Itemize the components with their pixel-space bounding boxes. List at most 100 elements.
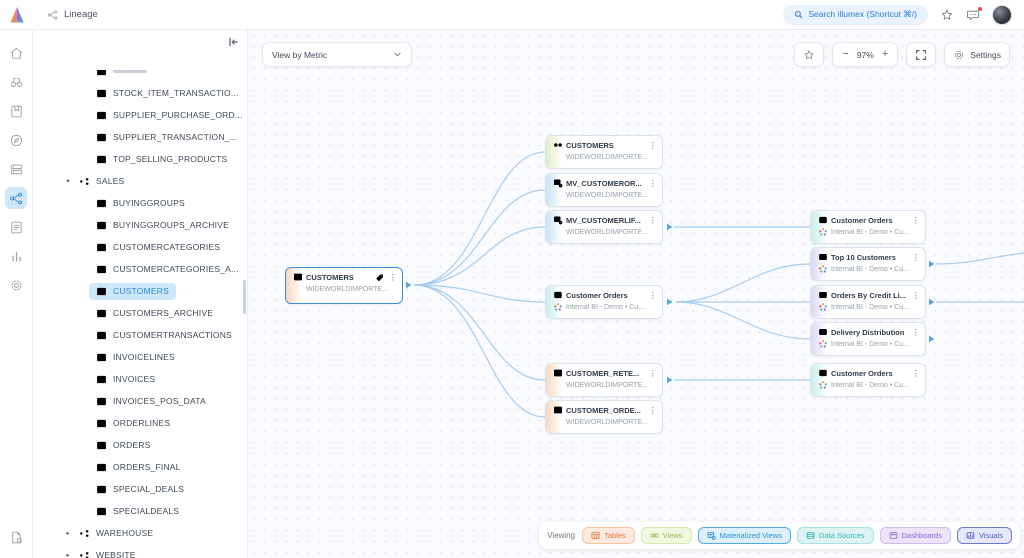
global-search-button[interactable]: Search illumex (Shortcut ⌘/) [783, 4, 928, 25]
materialized-view-icon [553, 178, 563, 188]
legend-pill-visuals[interactable]: Visuals [956, 527, 1012, 544]
tree-item-table[interactable]: SPECIAL_DEALS [33, 478, 247, 500]
kebab-icon[interactable]: ⋮ [911, 326, 921, 337]
tree-item-schema-website[interactable]: ▸WEBSITE [33, 544, 247, 558]
node-mv-customerlif[interactable]: MV_CUSTOMERLIF...⋮ WIDEWORLDIMPORTE... [545, 210, 663, 244]
fit-view-button[interactable] [906, 42, 937, 67]
nav-home[interactable] [5, 42, 27, 64]
tree-item-table[interactable]: CUSTOMERS_ARCHIVE [33, 302, 247, 324]
legend-pill-dashboards[interactable]: Dashboards [879, 527, 951, 544]
illumex-logo[interactable] [0, 6, 33, 24]
tree-item-table[interactable]: INVOICELINES [33, 346, 247, 368]
node-visual-orders-by-credit[interactable]: Orders By Credit Li...⋮ Internal BI - De… [810, 285, 926, 319]
kebab-icon[interactable]: ⋮ [388, 271, 398, 282]
nav-explore[interactable] [5, 129, 27, 151]
kebab-icon[interactable]: ⋮ [648, 289, 658, 300]
table-icon [553, 368, 563, 378]
node-ds-customer-orders-3[interactable]: Customer Orders⋮ Internal BI - Demo • Cu… [810, 363, 926, 397]
kebab-icon[interactable]: ⋮ [911, 251, 921, 262]
zoom-in-button[interactable]: + [881, 48, 889, 60]
nav-analytics[interactable] [5, 245, 27, 267]
node-ds-customer-orders-2[interactable]: Customer Orders⋮ Internal BI - Demo • Cu… [810, 210, 926, 244]
caret-down-icon[interactable]: ▾ [66, 178, 70, 185]
tree-item-table[interactable]: INVOICES_POS_DATA [33, 390, 247, 412]
node-view-customers[interactable]: CUSTOMERS⋮ WIDEWORLDIMPORTE... [545, 135, 663, 169]
node-ds-customer-orders[interactable]: Customer Orders⋮ Internal BI - Demo • Cu… [545, 285, 663, 319]
node-table-customer-rete[interactable]: CUSTOMER_RETE...⋮ WIDEWORLDIMPORTE... [545, 363, 663, 397]
kebab-icon[interactable]: ⋮ [911, 367, 921, 378]
nav-release-notes[interactable] [5, 526, 27, 548]
tree-item-table[interactable]: CUSTOMERTRANSACTIONS [33, 324, 247, 346]
view-by-dropdown[interactable]: View by Metric [262, 42, 412, 67]
legend-pill-tables[interactable]: Tables [582, 527, 635, 544]
table-icon [96, 286, 107, 297]
sidebar-scrollbar[interactable] [243, 280, 246, 314]
node-customers-root[interactable]: CUSTOMERS ⋮ WIDEWORLDIMPORTE... [285, 267, 403, 304]
asset-tree[interactable]: STOCK_ITEM_TRANSACTIO... SUPPLIER_PURCHA… [33, 70, 247, 558]
tree-item-table[interactable]: BUYINGGROUPS [33, 192, 247, 214]
tree-item-table[interactable]: STOCK_ITEM_TRANSACTIO... [33, 82, 247, 104]
nav-reports[interactable] [5, 216, 27, 238]
kebab-icon[interactable]: ⋮ [648, 139, 658, 150]
table-icon [96, 506, 107, 517]
notifications-button[interactable] [966, 6, 982, 22]
tree-item-customers-selected[interactable]: CUSTOMERS [33, 280, 247, 302]
node-mv-customeror[interactable]: MV_CUSTOMEROR...⋮ WIDEWORLDIMPORTE... [545, 173, 663, 207]
legend-pill-views[interactable]: Views [640, 527, 692, 544]
snowflake-icon [293, 284, 303, 294]
table-icon [96, 88, 107, 99]
materialized-view-icon [707, 531, 716, 540]
nav-catalog[interactable] [5, 100, 27, 122]
tree-item-table[interactable]: ORDERS [33, 434, 247, 456]
tree-item-table[interactable]: SUPPLIER_PURCHASE_ORD... [33, 104, 247, 126]
powerbi-icon [553, 302, 563, 312]
dashboard-icon [889, 531, 898, 540]
nav-settings[interactable] [5, 274, 27, 296]
table-icon [96, 484, 107, 495]
tree-item-table[interactable]: INVOICES [33, 368, 247, 390]
node-table-customer-orde[interactable]: CUSTOMER_ORDE...⋮ WIDEWORLDIMPORTE... [545, 400, 663, 434]
legend-pill-data-sources[interactable]: Data Sources [797, 527, 874, 544]
tree-item-table[interactable]: ORDERLINES [33, 412, 247, 434]
favorites-button[interactable] [940, 8, 954, 22]
settings-button[interactable]: Settings [944, 42, 1010, 67]
tree-item-table[interactable]: SUPPLIER_TRANSACTION_... [33, 126, 247, 148]
tree-item-table[interactable]: CUSTOMERCATEGORIES [33, 236, 247, 258]
kebab-icon[interactable]: ⋮ [911, 289, 921, 300]
legend-label: Viewing [547, 531, 576, 540]
tree-item-schema-sales[interactable]: ▾SALES [33, 170, 247, 192]
table-icon [96, 264, 107, 275]
favorite-view-button[interactable] [794, 42, 825, 67]
powerbi-icon [818, 339, 828, 349]
app-header: Lineage Search illumex (Shortcut ⌘/) [0, 0, 1024, 30]
table-icon [96, 220, 107, 231]
nav-data-assets[interactable] [5, 158, 27, 180]
tree-item-table[interactable]: CUSTOMERCATEGORIES_A... [33, 258, 247, 280]
kebab-icon[interactable]: ⋮ [648, 367, 658, 378]
user-avatar[interactable] [992, 4, 1012, 25]
caret-right-icon[interactable]: ▸ [66, 530, 70, 537]
zoom-out-button[interactable]: − [842, 48, 849, 60]
data-source-icon [818, 368, 828, 378]
kebab-icon[interactable]: ⋮ [911, 214, 921, 225]
tree-item-table[interactable]: TOP_SELLING_PRODUCTS [33, 148, 247, 170]
collapse-sidebar-button[interactable] [227, 36, 239, 48]
tree-item-schema-warehouse[interactable]: ▸WAREHOUSE [33, 522, 247, 544]
table-icon [96, 418, 107, 429]
node-visual-delivery-distribution[interactable]: Delivery Distribution⋮ Internal BI - Dem… [810, 322, 926, 356]
table-icon [96, 110, 107, 121]
legend-pill-materialized-views[interactable]: Materialized Views [697, 527, 792, 544]
zoom-control: − 97% + [832, 42, 899, 67]
node-visual-top-10-customers[interactable]: Top 10 Customers⋮ Internal BI - Demo • C… [810, 247, 926, 281]
tree-item-table[interactable]: SPECIALDEALS [33, 500, 247, 522]
tree-item-table[interactable]: BUYINGGROUPS_ARCHIVE [33, 214, 247, 236]
kebab-icon[interactable]: ⋮ [648, 404, 658, 415]
caret-right-icon[interactable]: ▸ [66, 552, 70, 558]
kebab-icon[interactable]: ⋮ [648, 177, 658, 188]
tree-item-table[interactable]: ORDERS_FINAL [33, 456, 247, 478]
view-icon [553, 140, 563, 150]
nav-lineage[interactable] [5, 187, 27, 209]
nav-discover[interactable] [5, 71, 27, 93]
lineage-canvas[interactable]: View by Metric − 97% + Settings CUSTOMER… [248, 30, 1024, 558]
kebab-icon[interactable]: ⋮ [648, 214, 658, 225]
